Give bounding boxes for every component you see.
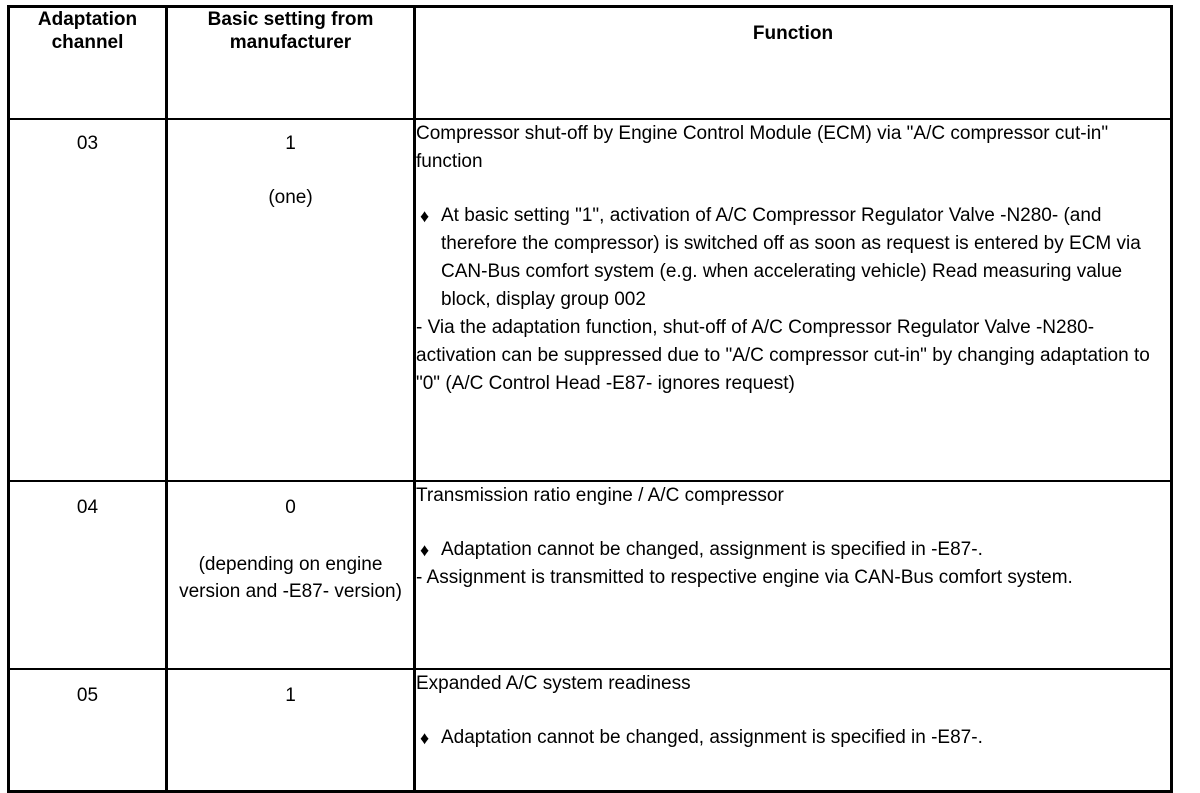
adaptation-channel-table: Adaptation channel Basic setting from ma… [7, 5, 1173, 793]
table-row: 03 1 (one) Compressor shut-off by Engine… [7, 118, 1173, 482]
document-page: Adaptation channel Basic setting from ma… [7, 5, 1173, 793]
diamond-bullet-icon: ♦ [420, 728, 430, 748]
table-header-row: Adaptation channel Basic setting from ma… [7, 5, 1173, 120]
header-line-1: Adaptation [37, 9, 138, 30]
cell-function: Expanded A/C system readiness ♦ Adaptati… [413, 668, 1173, 793]
function-intro: Compressor shut-off by Engine Control Mo… [416, 123, 1109, 172]
header-line-1: Basic setting from [207, 9, 374, 30]
column-header-function: Function [413, 5, 1173, 120]
function-bullet-text: Adaptation cannot be changed, assignment… [441, 727, 983, 748]
header-line-2: channel [51, 32, 124, 53]
cell-adaptation-channel: 03 [7, 118, 168, 482]
header-line-2: manufacturer [229, 32, 352, 53]
setting-value: 1 [285, 133, 296, 154]
diamond-bullet-icon: ♦ [420, 206, 430, 226]
setting-value: 0 [285, 497, 296, 518]
setting-value: 1 [285, 685, 296, 706]
channel-number: 04 [76, 497, 99, 518]
channel-number: 03 [76, 133, 99, 154]
cell-function: Transmission ratio engine / A/C compress… [413, 480, 1173, 670]
cell-basic-setting: 0 (depending on engine version and -E87-… [165, 480, 416, 670]
header-label: Function [752, 23, 834, 44]
function-bullet-item: ♦ Adaptation cannot be changed, assignme… [416, 724, 1170, 752]
column-header-adaptation-channel: Adaptation channel [7, 5, 168, 120]
function-bullet-item: ♦ Adaptation cannot be changed, assignme… [416, 536, 1170, 564]
setting-note: (depending on engine version and -E87- v… [179, 554, 402, 602]
cell-adaptation-channel: 05 [7, 668, 168, 793]
cell-basic-setting: 1 (one) [165, 118, 416, 482]
column-header-basic-setting: Basic setting from manufacturer [165, 5, 416, 120]
cell-basic-setting: 1 [165, 668, 416, 793]
function-bullet-text: At basic setting "1", activation of A/C … [441, 205, 1141, 310]
setting-note: (one) [268, 187, 313, 208]
function-note: - Via the adaptation function, shut-off … [416, 317, 1150, 394]
function-intro: Transmission ratio engine / A/C compress… [416, 485, 784, 506]
diamond-bullet-icon: ♦ [420, 540, 430, 560]
function-note: - Assignment is transmitted to respectiv… [416, 567, 1073, 588]
channel-number: 05 [76, 685, 99, 706]
function-bullet-text: Adaptation cannot be changed, assignment… [441, 539, 983, 560]
cell-function: Compressor shut-off by Engine Control Mo… [413, 118, 1173, 482]
function-bullet-item: ♦ At basic setting "1", activation of A/… [416, 202, 1170, 314]
table-row: 04 0 (depending on engine version and -E… [7, 480, 1173, 670]
cell-adaptation-channel: 04 [7, 480, 168, 670]
table-row: 05 1 Expanded A/C system readiness ♦ Ada… [7, 668, 1173, 793]
function-intro: Expanded A/C system readiness [416, 673, 691, 694]
